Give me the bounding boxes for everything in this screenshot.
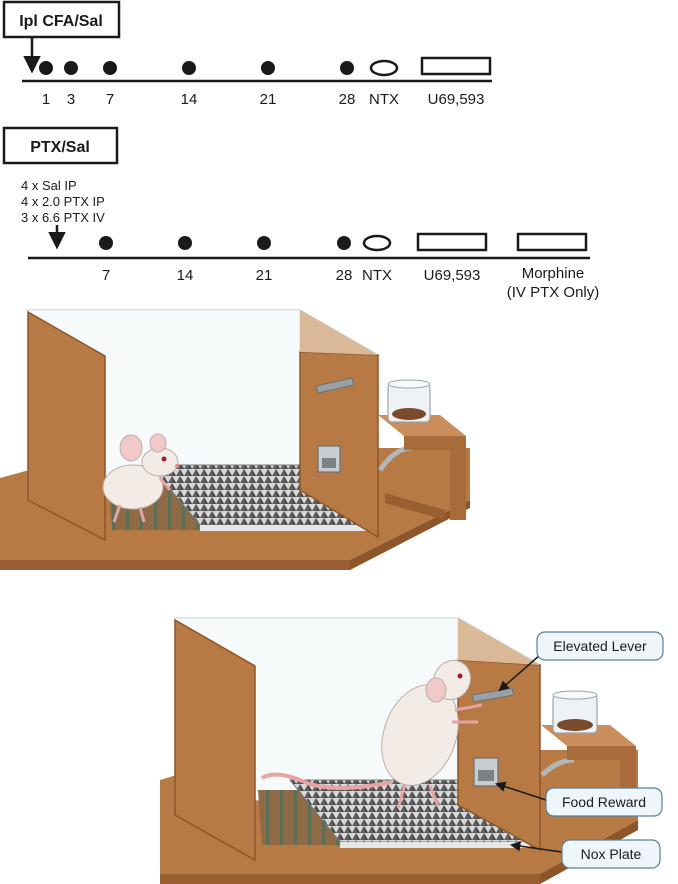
timeline-2-morphine-marker: [516, 232, 588, 252]
food-tray-opening: [478, 770, 494, 781]
callout-box: [536, 631, 664, 661]
timeline-1-day-label: 1: [42, 91, 50, 108]
feeder-tube: [540, 757, 575, 777]
timeline-1-group-box: [2, 0, 121, 39]
base-board-edge: [0, 560, 350, 570]
timeline-2-dose-line: 4 x 2.0 PTX IP: [21, 194, 105, 209]
callout-box: [561, 839, 661, 869]
timeline-1-u69-marker: [420, 56, 492, 76]
timeline-2-dot-day-28: [337, 236, 351, 250]
callout-label: Elevated Lever: [553, 638, 647, 654]
timeline-1-ntx-marker: [369, 59, 399, 77]
timeline-2-ntx-marker: [362, 234, 392, 252]
pellets: [392, 408, 426, 420]
timeline-2-day-label: 21: [256, 267, 273, 284]
timeline-1-dot-day-1: [39, 61, 53, 75]
timeline-1-day-label: 3: [67, 91, 75, 108]
mouse-tail: [260, 772, 393, 790]
mouse-ear: [425, 677, 447, 703]
apparatus-chamber-2: Elevated Lever Food Reward Nox Plate: [160, 617, 664, 884]
shelf-ramp: [385, 493, 445, 520]
timeline-1: Ipl CFA/Sal 1 3 7 14 21 28 NTX U69,593: [2, 0, 492, 108]
timeline-2-u69-label: U69,593: [424, 267, 481, 284]
mouse-ear: [149, 433, 167, 453]
timeline-2: PTX/Sal 4 x Sal IP 4 x 2.0 PTX IP 3 x 6.…: [2, 126, 600, 301]
timeline-2-dot-day-21: [257, 236, 271, 250]
timeline-2-dot-day-7: [99, 236, 113, 250]
mouse-legs: [112, 477, 172, 523]
timeline-1-dot-day-21: [261, 61, 275, 75]
timeline-2-dose-line: 3 x 6.6 PTX IV: [21, 210, 105, 225]
elevated-lever: [315, 377, 355, 394]
timeline-1-u69-label: U69,593: [428, 91, 485, 108]
timeline-1-day-label: 7: [106, 91, 114, 108]
timeline-2-u69-marker: [416, 232, 488, 252]
timeline-1-day-label: 14: [181, 91, 198, 108]
mouse-standing: [102, 433, 179, 523]
timeline-1-dot-day-7: [103, 61, 117, 75]
apparatus-chamber-1: [0, 309, 470, 570]
timeline-2-day-label: 7: [102, 267, 110, 284]
timeline-1-dot-day-3: [64, 61, 78, 75]
timeline-1-ntx-label: NTX: [369, 91, 399, 108]
timeline-1-dot-day-14: [182, 61, 196, 75]
mouse-rearing: [260, 659, 483, 809]
right-wall-top: [458, 618, 540, 665]
mouse-eye: [161, 456, 167, 462]
left-wall: [27, 310, 106, 542]
callout-leader: [495, 781, 547, 801]
mouse-body: [102, 464, 164, 510]
timeline-2-day-label: 14: [177, 267, 194, 284]
mouse-ear: [119, 434, 143, 462]
timeline-2-morphine-note: (IV PTX Only): [507, 284, 600, 301]
callout-food-reward: Food Reward: [495, 781, 663, 817]
timeline-2-day-label: 28: [336, 267, 353, 284]
callout-box: [545, 787, 663, 817]
nox-plate-edge: [200, 525, 372, 531]
timeline-2-group-label: PTX/Sal: [30, 139, 90, 156]
callout-nox-plate: Nox Plate: [509, 839, 661, 869]
timeline-2-dose-line: 4 x Sal IP: [21, 178, 77, 193]
pellet-jar-rim: [552, 690, 598, 700]
callout-leader: [509, 840, 563, 853]
pellets: [557, 719, 593, 731]
callout-label: Food Reward: [562, 794, 646, 810]
shelf-front: [567, 746, 636, 790]
timeline-1-dot-day-28: [340, 61, 354, 75]
food-tray-opening: [322, 458, 336, 468]
timeline-2-ntx-label: NTX: [362, 267, 392, 284]
timeline-1-group-label: Ipl CFA/Sal: [19, 13, 103, 30]
timeline-1-day-label: 28: [339, 91, 356, 108]
callout-leader: [498, 654, 541, 692]
timeline-2-morphine-label: Morphine: [522, 265, 585, 282]
timeline-1-day-label: 21: [260, 91, 277, 108]
callout-label: Nox Plate: [581, 846, 642, 862]
timeline-2-group-box: [2, 126, 119, 165]
callout-elevated-lever: Elevated Lever: [498, 631, 664, 692]
base-board-edge: [160, 874, 540, 884]
mouse-paws: [396, 703, 483, 809]
shelf-front: [404, 436, 466, 520]
mouse-nose: [175, 464, 179, 468]
left-wall: [174, 618, 256, 862]
pellet-jar-rim: [387, 379, 431, 389]
nox-plate-edge: [340, 842, 530, 848]
mouse-eye: [457, 673, 463, 679]
right-wall-top: [300, 310, 378, 355]
timeline-2-dot-day-14: [178, 236, 192, 250]
